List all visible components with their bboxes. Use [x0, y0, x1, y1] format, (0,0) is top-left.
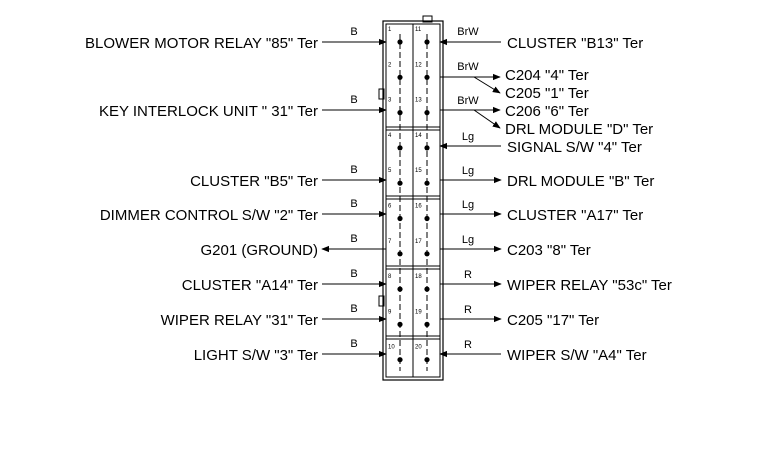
right-label-18: WIPER RELAY "53c" Ter: [507, 277, 672, 294]
pin-terminal-13: [424, 110, 430, 116]
right-label-12a: C204 "4" Ter: [505, 67, 589, 84]
left-wire-9: B: [350, 303, 357, 315]
right-connection-14: Lg SIGNAL S/W "4" Ter: [439, 131, 642, 156]
right-label-12b: C205 "1" Ter: [505, 85, 589, 102]
right-connection-18: R WIPER RELAY "53c" Ter: [440, 269, 672, 294]
right-wire-19: R: [464, 304, 472, 316]
left-label-9: WIPER RELAY "31" Ter: [161, 312, 318, 329]
pin-number-9: 9: [388, 309, 392, 315]
pin-number-8: 8: [388, 274, 392, 280]
pin-terminal-3: [397, 110, 403, 116]
pin-number-11: 11: [415, 27, 422, 33]
pin-number-6: 6: [388, 204, 392, 210]
pin-number-19: 19: [415, 309, 422, 315]
left-label-3: KEY INTERLOCK UNIT " 31" Ter: [99, 103, 318, 120]
right-wire-17: Lg: [462, 234, 474, 246]
right-connection-19: R C205 "17" Ter: [440, 304, 599, 329]
pin-number-16: 16: [415, 204, 422, 210]
pin-number-4: 4: [388, 133, 392, 139]
left-wire-5: B: [350, 164, 357, 176]
pin-terminal-12: [424, 74, 430, 80]
right-label-11: CLUSTER "B13" Ter: [507, 35, 643, 52]
right-label-19: C205 "17" Ter: [507, 312, 599, 329]
left-label-1: BLOWER MOTOR RELAY "85" Ter: [85, 35, 318, 52]
left-connection-10: LIGHT S/W "3" Ter B: [194, 338, 387, 364]
pin-number-13: 13: [415, 98, 422, 104]
right-label-13b: DRL MODULE "D" Ter: [505, 121, 653, 138]
right-label-16: CLUSTER "A17" Ter: [507, 207, 643, 224]
pin-number-18: 18: [415, 274, 422, 280]
pin-number-12: 12: [415, 62, 422, 68]
pin-terminal-1: [397, 39, 403, 45]
left-wire-10: B: [350, 338, 357, 350]
left-wire-1: B: [350, 26, 357, 38]
left-wire-7: B: [350, 233, 357, 245]
right-label-14: SIGNAL S/W "4" Ter: [507, 139, 642, 156]
pin-number-2: 2: [388, 62, 392, 68]
right-connection-15: Lg DRL MODULE "B" Ter: [440, 165, 654, 190]
left-connection-8: CLUSTER "A14" Ter B: [182, 268, 387, 294]
left-connection-9: WIPER RELAY "31" Ter B: [161, 303, 387, 329]
pin-terminal-11: [424, 39, 430, 45]
pin-number-10: 10: [388, 345, 395, 351]
pin-number-1: 1: [388, 27, 392, 33]
left-label-5: CLUSTER "B5" Ter: [190, 173, 318, 190]
right-connection-16: Lg CLUSTER "A17" Ter: [440, 199, 643, 224]
left-connection-3: KEY INTERLOCK UNIT " 31" Ter B: [99, 94, 387, 120]
pin-number-17: 17: [415, 239, 422, 245]
right-wire-12: BrW: [457, 61, 479, 73]
left-label-7: G201 (GROUND): [200, 242, 318, 259]
pin-number-5: 5: [388, 168, 392, 174]
right-connection-11: BrW CLUSTER "B13" Ter: [439, 26, 643, 52]
right-connection-12: BrW C204 "4" Ter C205 "1" Ter: [440, 61, 589, 102]
right-label-13a: C206 "6" Ter: [505, 103, 589, 120]
left-label-10: LIGHT S/W "3" Ter: [194, 347, 318, 364]
pin-number-20: 20: [415, 345, 422, 351]
right-wire-13: BrW: [457, 95, 479, 107]
left-wire-6: B: [350, 198, 357, 210]
right-label-17: C203 "8" Ter: [507, 242, 591, 259]
left-label-6: DIMMER CONTROL S/W "2" Ter: [100, 207, 318, 224]
right-label-15: DRL MODULE "B" Ter: [507, 173, 654, 190]
right-wire-18: R: [464, 269, 472, 281]
left-label-8: CLUSTER "A14" Ter: [182, 277, 318, 294]
pin-number-3: 3: [388, 98, 392, 104]
right-label-20: WIPER S/W "A4" Ter: [507, 347, 647, 364]
right-wire-15: Lg: [462, 165, 474, 177]
left-connection-5: CLUSTER "B5" Ter B: [190, 164, 387, 190]
pin-number-14: 14: [415, 133, 422, 139]
left-connection-6: DIMMER CONTROL S/W "2" Ter B: [100, 198, 387, 224]
pin-number-15: 15: [415, 168, 422, 174]
right-wire-14: Lg: [462, 131, 474, 143]
pin-number-7: 7: [388, 239, 392, 245]
right-connection-13: BrW C206 "6" Ter DRL MODULE "D" Ter: [440, 95, 653, 138]
right-connection-17: Lg C203 "8" Ter: [440, 234, 591, 259]
right-connection-20: R WIPER S/W "A4" Ter: [439, 339, 647, 364]
left-connection-7: G201 (GROUND) B: [200, 233, 386, 259]
pin-terminal-2: [397, 74, 403, 80]
right-wire-20: R: [464, 339, 472, 351]
left-connection-1: BLOWER MOTOR RELAY "85" Ter B: [85, 26, 387, 52]
right-wire-11: BrW: [457, 26, 479, 38]
left-wire-8: B: [350, 268, 357, 280]
left-wire-3: B: [350, 94, 357, 106]
right-connections: BrW CLUSTER "B13" Ter BrW C204 "4" Ter C…: [439, 26, 672, 364]
left-connections: BLOWER MOTOR RELAY "85" Ter B KEY INTERL…: [85, 26, 387, 364]
right-wire-16: Lg: [462, 199, 474, 211]
